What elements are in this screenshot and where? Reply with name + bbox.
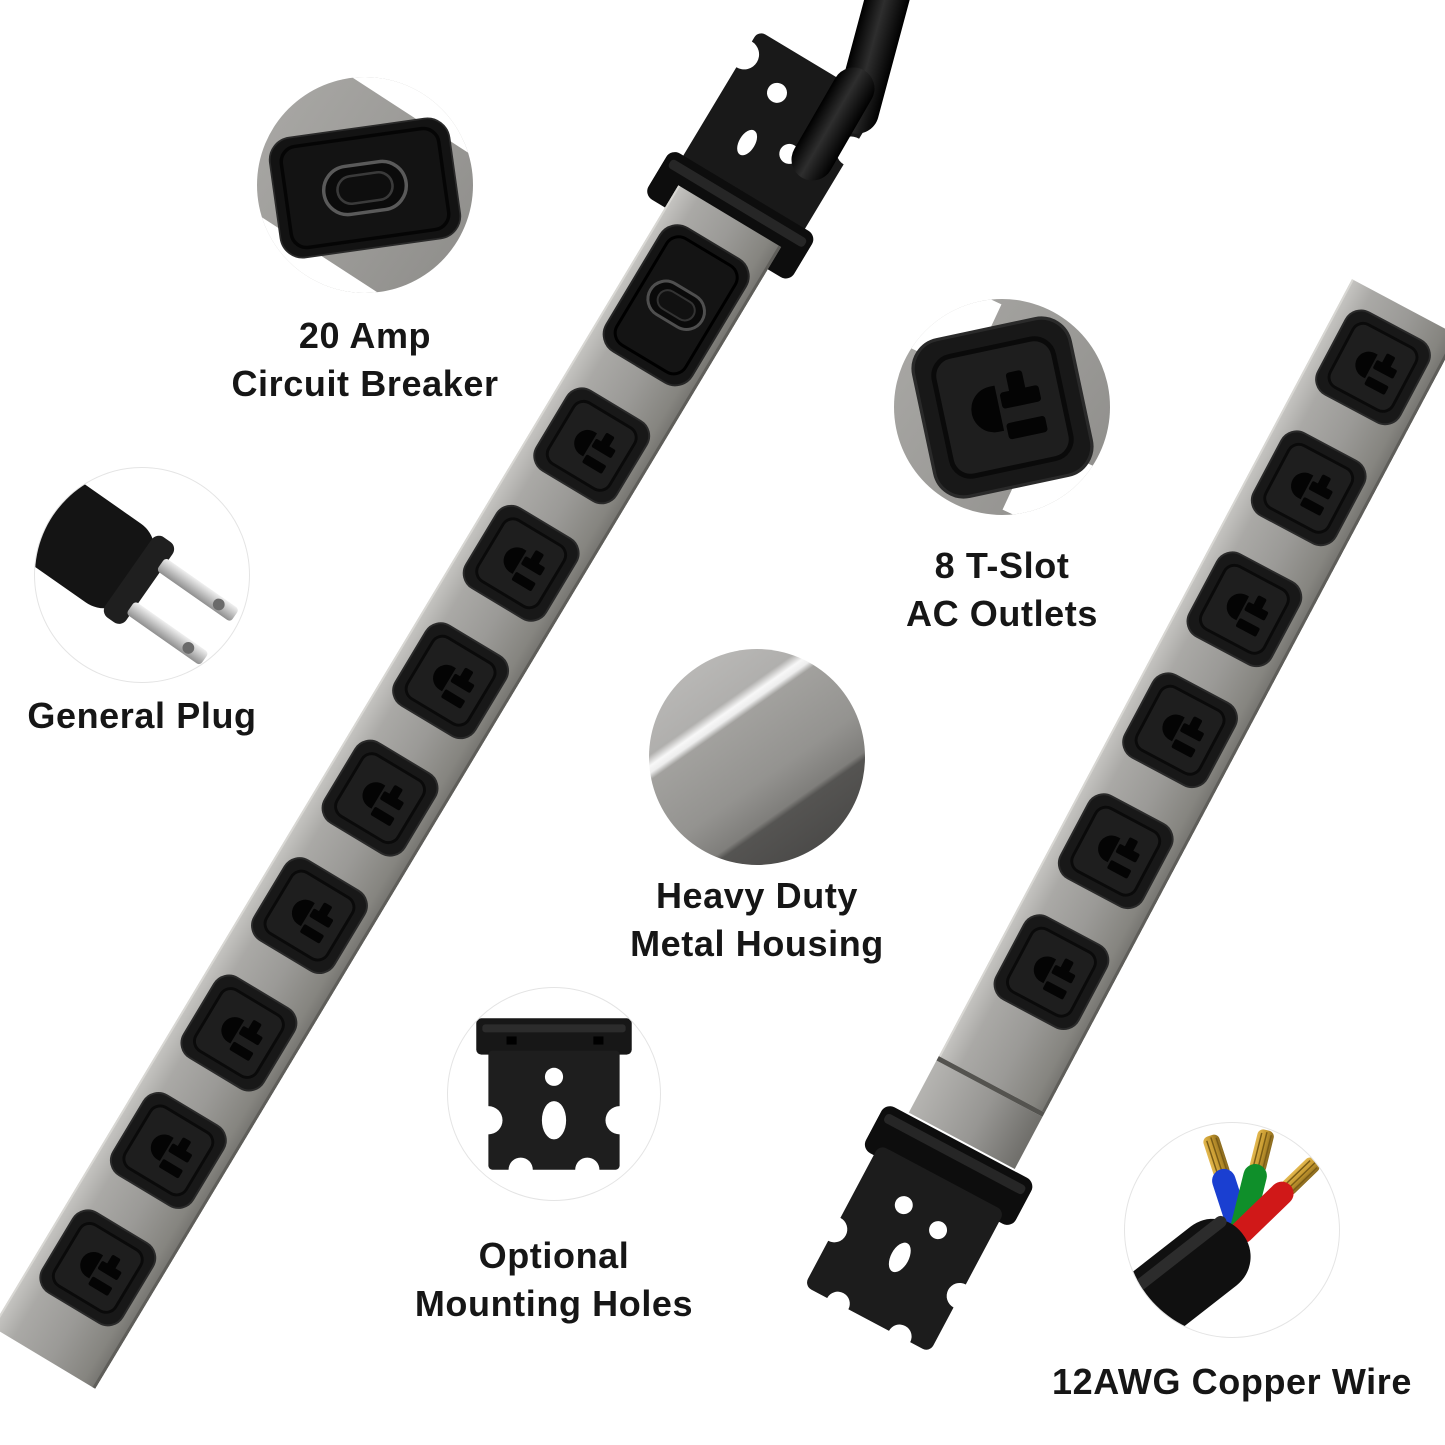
metal-housing-left (0, 185, 782, 1389)
callout-general-plug (34, 467, 250, 683)
plug-icon (35, 468, 238, 665)
mounting-label: Optional Mounting Holes (344, 1232, 764, 1327)
callout-mounting-holes (447, 987, 661, 1201)
ac-outlet-icon (180, 974, 298, 1092)
power-strip-right (807, 279, 1445, 1351)
copper-wire-icon (1125, 1129, 1320, 1337)
ac-outlet-icon (39, 1209, 157, 1327)
mounting-label-line1: Optional (478, 1235, 630, 1276)
outlets-label-line1: 8 T-Slot (934, 545, 1070, 586)
ac-outlet-icon (1315, 309, 1431, 426)
mounting-bracket-closeup-icon (474, 1018, 634, 1182)
ac-outlet-icon (251, 857, 368, 974)
outlet-stack-right (976, 297, 1445, 1043)
ac-outlet-icon (1186, 551, 1303, 668)
wire-label-line1: 12AWG Copper Wire (1052, 1361, 1412, 1402)
ac-outlet-closeup-icon (910, 316, 1094, 499)
ac-outlet-icon (109, 1092, 227, 1209)
callout-ac-outlets (894, 299, 1110, 515)
ac-outlet-icon (533, 387, 651, 505)
outlet-stack-left (22, 374, 668, 1340)
breaker-label-line1: 20 Amp (298, 315, 432, 356)
outlets-label: 8 T-Slot AC Outlets (792, 542, 1212, 637)
plug-label-line1: General Plug (27, 695, 257, 736)
callout-metal-housing (649, 649, 865, 865)
ac-outlet-icon (1250, 430, 1367, 547)
plug-label: General Plug (0, 692, 352, 740)
power-strip-left (0, 33, 878, 1389)
wire-label: 12AWG Copper Wire (1022, 1358, 1442, 1406)
outlets-label-line2: AC Outlets (905, 592, 1098, 634)
callout-circuit-breaker (257, 77, 473, 293)
ac-outlet-icon (1122, 672, 1238, 789)
callout-copper-wire (1124, 1122, 1340, 1338)
mounting-label-line2: Mounting Holes (414, 1282, 694, 1324)
ac-outlet-icon (462, 504, 580, 622)
ac-outlet-icon (321, 739, 439, 857)
ac-outlet-icon (392, 622, 510, 740)
breaker-label: 20 Amp Circuit Breaker (155, 312, 575, 407)
ac-outlet-icon (993, 914, 1110, 1031)
housing-label-line1: Heavy Duty (655, 875, 859, 916)
circuit-breaker-icon (602, 224, 750, 387)
metal-housing-right (938, 279, 1445, 1113)
housing-label-line2: Metal Housing (630, 922, 884, 964)
circuit-breaker-closeup-icon (268, 117, 462, 259)
breaker-label-line2: Circuit Breaker (231, 362, 499, 404)
housing-label: Heavy Duty Metal Housing (547, 872, 967, 967)
ac-outlet-icon (1057, 793, 1174, 910)
mounting-bracket-bottom-icon (807, 1106, 1033, 1350)
